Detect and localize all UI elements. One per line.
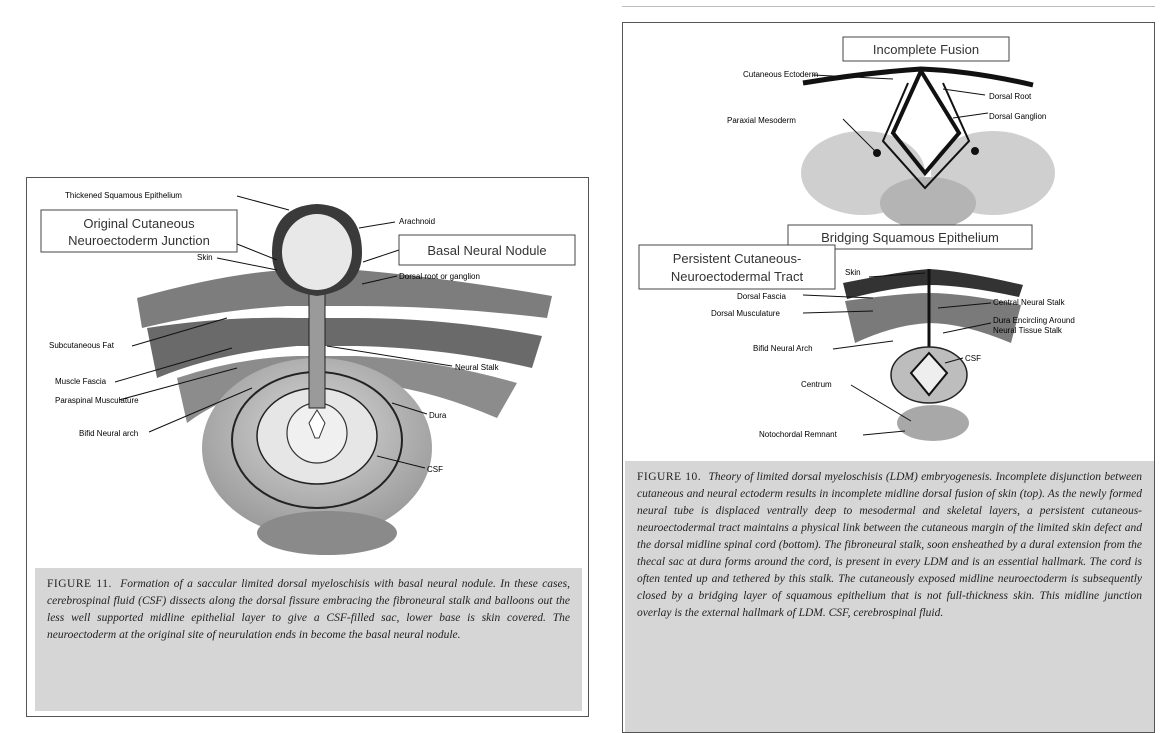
label-subcutaneous-fat: Subcutaneous Fat — [49, 341, 115, 350]
label-bridging: Bridging Squamous Epithelium — [821, 230, 999, 245]
figure-10-caption: FIGURE 10. Theory of limited dorsal myel… — [625, 461, 1154, 732]
vertebral-body — [257, 511, 397, 555]
label-centrum: Centrum — [801, 380, 832, 389]
label-skin: Skin — [197, 253, 213, 262]
label-arachnoid: Arachnoid — [399, 217, 435, 226]
neural-stalk-shape — [309, 288, 325, 408]
label-dorsal-ganglion: Dorsal Ganglion — [989, 112, 1046, 121]
csf-sac — [282, 214, 352, 290]
label-junction-line2: Neuroectoderm Junction — [68, 233, 210, 248]
label-csf-10: CSF — [965, 354, 981, 363]
label-junction-line1: Original Cutaneous — [83, 216, 195, 231]
label-muscle-fascia: Muscle Fascia — [55, 377, 107, 386]
left-ganglion-dot — [873, 149, 881, 157]
figure-11-panel: Thickened Squamous Epithelium Original C… — [26, 177, 589, 717]
figure-11-caption-label: FIGURE 11. — [47, 578, 112, 590]
label-tract-line2: Neuroectodermal Tract — [671, 269, 804, 284]
right-ganglion-dot — [971, 147, 979, 155]
label-dura-encircling-2: Neural Tissue Stalk — [993, 326, 1063, 335]
label-paraxial-mesoderm: Paraxial Mesoderm — [727, 116, 796, 125]
label-central-stalk: Central Neural Stalk — [993, 298, 1066, 307]
label-notochord: Notochordal Remnant — [759, 430, 838, 439]
label-dorsal-root: Dorsal root or ganglion — [399, 272, 480, 281]
figure-11-caption: FIGURE 11. Formation of a saccular limit… — [35, 568, 582, 711]
figure-10-illustration: Incomplete Fusion Cutaneous Ectoderm Dor… — [623, 23, 1154, 461]
figure-11-illustration: Thickened Squamous Epithelium Original C… — [27, 178, 588, 568]
figure-10-panel: Incomplete Fusion Cutaneous Ectoderm Dor… — [622, 22, 1155, 733]
label-csf: CSF — [427, 465, 443, 474]
label-dorsal-musculature: Dorsal Musculature — [711, 309, 780, 318]
figure-10-caption-text: Theory of limited dorsal myeloschisis (L… — [637, 471, 1142, 619]
label-tract-line1: Persistent Cutaneous- — [673, 251, 802, 266]
label-incomplete-fusion: Incomplete Fusion — [873, 42, 979, 57]
label-dorsal-fascia: Dorsal Fascia — [737, 292, 786, 301]
label-nodule: Basal Neural Nodule — [427, 243, 546, 258]
label-dura: Dura — [429, 411, 447, 420]
label-skin-10: Skin — [845, 268, 861, 277]
centrum-shape — [897, 405, 969, 441]
figure-11-caption-text: Formation of a saccular limited dorsal m… — [47, 578, 570, 641]
label-bifid-arch: Bifid Neural arch — [79, 429, 138, 438]
label-dura-encircling-1: Dura Encircling Around — [993, 316, 1075, 325]
label-neural-stalk: Neural Stalk — [455, 363, 500, 372]
label-bifid-arch-10: Bifid Neural Arch — [753, 344, 813, 353]
page-rule — [622, 6, 1155, 7]
label-muscle: Paraspinal Musculature — [55, 396, 139, 405]
label-thickened-epithelium: Thickened Squamous Epithelium — [65, 191, 182, 200]
figure-10-caption-label: FIGURE 10. — [637, 471, 701, 483]
label-cutaneous-ectoderm: Cutaneous Ectoderm — [743, 70, 818, 79]
label-dorsal-root: Dorsal Root — [989, 92, 1032, 101]
